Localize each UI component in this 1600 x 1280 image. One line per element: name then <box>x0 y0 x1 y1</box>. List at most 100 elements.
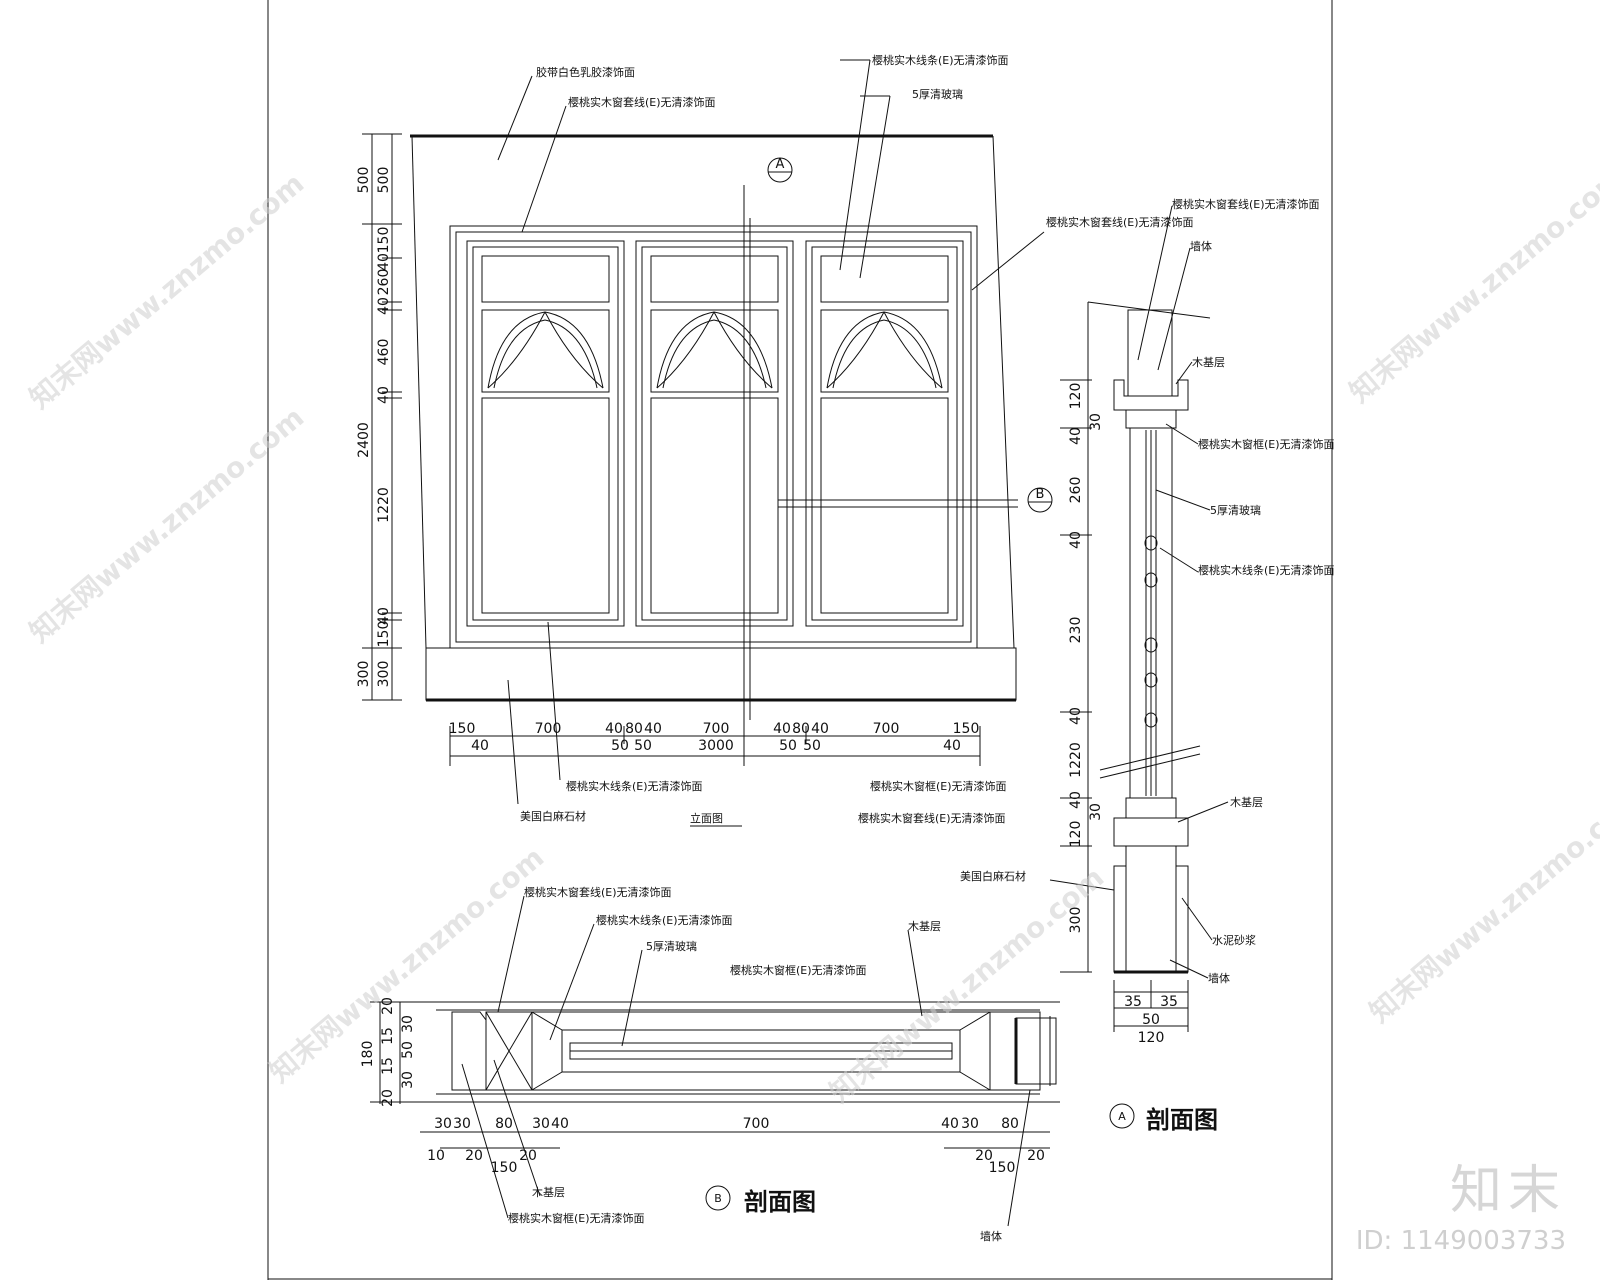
section-a-title: A 剖面图 <box>1109 1103 1218 1134</box>
svg-text:40: 40 <box>773 721 791 737</box>
svg-text:樱桃实木窗套线(E)无清漆饰面: 樱桃实木窗套线(E)无清漆饰面 <box>568 95 716 109</box>
svg-text:30: 30 <box>961 1116 979 1132</box>
svg-text:150: 150 <box>989 1160 1016 1176</box>
svg-text:20: 20 <box>465 1148 483 1164</box>
svg-text:木基层: 木基层 <box>532 1186 565 1199</box>
elevation-left-dims: 500 2400 300 500 150 40 260 40 460 40 12… <box>356 167 392 688</box>
section-marker-a: A <box>767 157 793 183</box>
svg-text:80: 80 <box>625 721 643 737</box>
svg-text:30: 30 <box>400 1015 416 1033</box>
section-b-left-dims: 20 30 15 50 15 30 20 180 <box>360 997 416 1107</box>
svg-text:50: 50 <box>779 738 797 754</box>
svg-text:700: 700 <box>535 721 562 737</box>
window-casing <box>449 225 978 649</box>
svg-text:30: 30 <box>453 1116 471 1132</box>
section-b-notes: 樱桃实木窗套线(E)无清漆饰面 樱桃实木线条(E)无清漆饰面 5厚清玻璃 樱桃实… <box>461 885 1031 1243</box>
svg-text:B: B <box>1036 487 1045 502</box>
section-b-bottom-dims: 30 30 80 30 40 700 40 30 80 10 20 150 20… <box>427 1116 1045 1176</box>
section-b-view <box>370 1001 1060 1149</box>
svg-text:300: 300 <box>356 661 372 688</box>
svg-text:40: 40 <box>551 1116 569 1132</box>
svg-text:水泥砂浆: 水泥砂浆 <box>1212 933 1256 947</box>
svg-text:40: 40 <box>605 721 623 737</box>
svg-text:30: 30 <box>532 1116 550 1132</box>
svg-text:120: 120 <box>1068 821 1084 848</box>
svg-text:30: 30 <box>434 1116 452 1132</box>
svg-text:150: 150 <box>376 227 392 254</box>
svg-text:樱桃实木窗套线(E)无清漆饰面: 樱桃实木窗套线(E)无清漆饰面 <box>1046 215 1194 229</box>
svg-text:樱桃实木线条(E)无清漆饰面: 樱桃实木线条(E)无清漆饰面 <box>872 53 1009 67</box>
svg-text:樱桃实木窗套线(E)无清漆饰面: 樱桃实木窗套线(E)无清漆饰面 <box>524 885 672 899</box>
svg-text:50: 50 <box>634 738 652 754</box>
svg-text:5厚清玻璃: 5厚清玻璃 <box>1210 503 1261 517</box>
svg-text:樱桃实木窗框(E)无清漆饰面: 樱桃实木窗框(E)无清漆饰面 <box>870 779 1007 793</box>
svg-text:20: 20 <box>975 1148 993 1164</box>
svg-text:40: 40 <box>1068 707 1084 725</box>
svg-text:木基层: 木基层 <box>1230 796 1263 809</box>
svg-text:2400: 2400 <box>356 422 372 458</box>
svg-text:50: 50 <box>803 738 821 754</box>
svg-text:樱桃实木窗套线(E)无清漆饰面: 樱桃实木窗套线(E)无清漆饰面 <box>1172 197 1320 211</box>
section-marker-b: B <box>1027 487 1053 513</box>
elevation-notes: 胶带白色乳胶漆饰面 樱桃实木窗套线(E)无清漆饰面 樱桃实木线条(E)无清漆饰面… <box>497 53 1194 827</box>
svg-text:20: 20 <box>380 997 396 1015</box>
svg-text:80: 80 <box>792 721 810 737</box>
window-sash-3 <box>805 240 964 627</box>
svg-text:1220: 1220 <box>1068 742 1084 778</box>
svg-text:150: 150 <box>953 721 980 737</box>
svg-text:700: 700 <box>703 721 730 737</box>
svg-text:40: 40 <box>941 1116 959 1132</box>
svg-text:20: 20 <box>380 1089 396 1107</box>
svg-text:500: 500 <box>376 167 392 194</box>
svg-text:700: 700 <box>873 721 900 737</box>
svg-text:樱桃实木窗套线(E)无清漆饰面: 樱桃实木窗套线(E)无清漆饰面 <box>858 811 1006 825</box>
svg-text:80: 80 <box>1001 1116 1019 1132</box>
svg-text:180: 180 <box>360 1041 376 1068</box>
svg-text:樱桃实木线条(E)无清漆饰面: 樱桃实木线条(E)无清漆饰面 <box>566 779 703 793</box>
svg-text:300: 300 <box>1068 907 1084 934</box>
svg-text:樱桃实木窗框(E)无清漆饰面: 樱桃实木窗框(E)无清漆饰面 <box>1198 437 1335 451</box>
svg-text:40: 40 <box>1068 531 1084 549</box>
svg-text:剖面图: 剖面图 <box>1146 1106 1218 1134</box>
svg-text:5厚清玻璃: 5厚清玻璃 <box>912 87 963 101</box>
svg-text:木基层: 木基层 <box>1192 356 1225 369</box>
svg-text:150: 150 <box>449 721 476 737</box>
svg-text:美国白麻石材: 美国白麻石材 <box>520 809 586 823</box>
svg-text:10: 10 <box>427 1148 445 1164</box>
svg-text:A: A <box>776 157 785 172</box>
svg-text:40: 40 <box>471 738 489 754</box>
svg-text:15: 15 <box>380 1027 396 1045</box>
window-sash-2 <box>635 240 794 627</box>
svg-text:木基层: 木基层 <box>908 920 941 933</box>
svg-text:500: 500 <box>356 167 372 194</box>
svg-text:30: 30 <box>1088 803 1104 821</box>
svg-text:120: 120 <box>1068 383 1084 410</box>
svg-text:40: 40 <box>376 386 392 404</box>
svg-text:墙体: 墙体 <box>1208 971 1230 985</box>
svg-text:樱桃实木窗框(E)无清漆饰面: 樱桃实木窗框(E)无清漆饰面 <box>730 963 867 977</box>
svg-text:50: 50 <box>611 738 629 754</box>
svg-text:30: 30 <box>1088 413 1104 431</box>
section-a-left-dims: 120 30 40 260 40 230 40 1220 40 30 120 3… <box>1068 383 1104 934</box>
svg-text:B: B <box>714 1192 722 1205</box>
svg-text:50: 50 <box>1142 1012 1160 1028</box>
svg-text:樱桃实木线条(E)无清漆饰面: 樱桃实木线条(E)无清漆饰面 <box>1198 563 1335 577</box>
svg-text:墙体: 墙体 <box>980 1229 1002 1243</box>
window-sash-1 <box>466 240 625 627</box>
svg-text:50: 50 <box>400 1041 416 1059</box>
svg-text:墙体: 墙体 <box>1190 239 1212 253</box>
svg-text:5厚清玻璃: 5厚清玻璃 <box>646 939 697 953</box>
svg-text:230: 230 <box>1068 617 1084 644</box>
svg-text:30: 30 <box>400 1071 416 1089</box>
svg-text:35: 35 <box>1160 994 1178 1010</box>
svg-text:剖面图: 剖面图 <box>744 1188 816 1216</box>
svg-text:40: 40 <box>376 607 392 625</box>
elevation-bottom-dims: 150 700 40 80 40 700 40 80 40 700 150 40… <box>449 721 980 754</box>
svg-text:40: 40 <box>376 253 392 271</box>
svg-text:150: 150 <box>376 621 392 648</box>
svg-text:40: 40 <box>644 721 662 737</box>
svg-text:150: 150 <box>491 1160 518 1176</box>
watermark-logo: 知末 <box>1449 1161 1566 1221</box>
svg-text:35: 35 <box>1124 994 1142 1010</box>
svg-text:40: 40 <box>376 297 392 315</box>
